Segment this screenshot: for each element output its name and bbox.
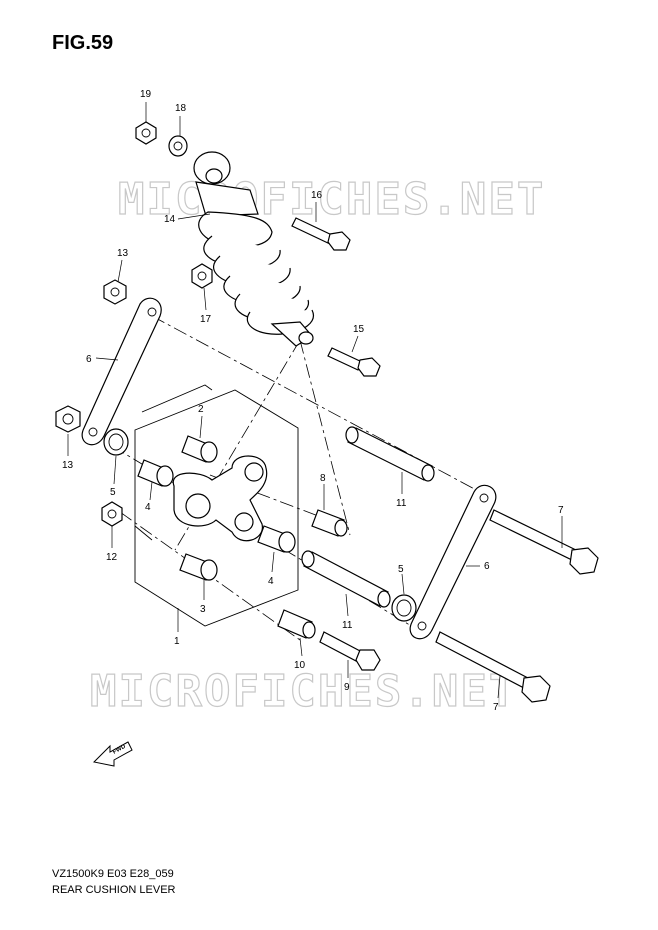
lever-outline-notch [134,525,153,541]
seal-5-right [391,594,417,622]
cushion-lever [172,455,268,542]
nut-12 [101,501,123,527]
callout-4-right: 4 [268,576,274,587]
callout-15: 15 [353,324,365,335]
callout-3: 3 [200,604,206,615]
callout-12: 12 [106,552,118,563]
callout-2: 2 [198,404,204,415]
bolt-9 [319,631,381,671]
callout-labels: 19 18 16 14 13 17 15 6 2 13 5 4 8 11 7 1… [62,89,564,713]
bolt-7-bottom [435,631,551,703]
bearing-3 [179,553,218,581]
lever-outline-top [141,384,213,413]
watermark-bottom: MICROFICHES.NET [90,666,517,717]
callout-10: 10 [294,660,306,671]
figure-name: REAR CUSHION LEVER [52,884,176,896]
callout-5-right: 5 [398,564,404,575]
nut-17 [191,263,213,289]
callout-16: 16 [311,190,323,201]
figure-title: FIG.59 [52,32,114,54]
callout-1: 1 [174,636,180,647]
spacer-8 [311,509,348,537]
nut-13-bottom [55,405,81,433]
washer-18 [168,135,188,157]
bearing-4-left [137,459,174,487]
spacer-10 [277,609,316,639]
collar-11-top [345,426,435,482]
nut-19 [135,121,157,145]
bolt-15 [327,347,381,377]
shock-absorber [193,151,314,347]
figure-code: VZ1500K9 E03 E28_059 [52,868,174,880]
callout-8: 8 [320,473,326,484]
leader-lines [67,102,563,699]
callout-7-bottom: 7 [493,702,499,713]
bearing-4-right [257,525,296,553]
callout-11-top: 11 [396,498,407,509]
fwd-arrow-icon: FWD [92,741,133,767]
bearing-2 [181,435,218,463]
callout-4-left: 4 [145,502,151,513]
callout-9: 9 [344,682,350,693]
callout-7-top: 7 [558,505,564,516]
callout-6-left: 6 [86,354,92,365]
callout-14: 14 [164,214,176,225]
lever-assembly-outline [134,389,299,627]
callout-11-bottom: 11 [342,620,353,631]
collar-11-bottom [301,550,391,608]
watermark-top: MICROFICHES.NET [118,174,545,225]
callout-13-bottom: 13 [62,460,74,471]
callout-6-right: 6 [484,561,490,572]
nut-13-top [103,279,127,305]
bolt-7-top [489,509,599,575]
link-rod-left [81,297,162,446]
callout-18: 18 [175,103,187,114]
callout-19: 19 [140,89,152,100]
callout-5-left: 5 [110,487,116,498]
seal-5-left [103,428,129,456]
callout-17: 17 [200,314,212,325]
link-rod-right [409,484,497,640]
bolt-16 [291,217,351,251]
callout-13-top: 13 [117,248,129,259]
